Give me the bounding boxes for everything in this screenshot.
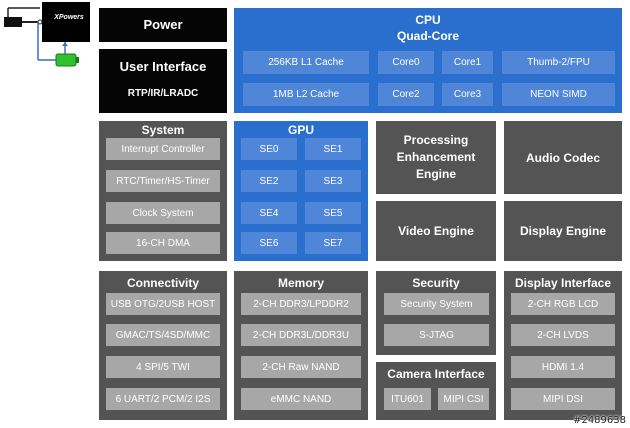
memory-item: eMMC NAND (241, 388, 361, 410)
system-item: Interrupt Controller (106, 138, 220, 160)
display-interface-item: 2-CH LVDS (511, 324, 615, 346)
user-interface-title: User Interface (119, 59, 207, 74)
watermark: #2489638 (573, 415, 626, 426)
camera-item: ITU601 (384, 388, 431, 410)
processing-enhancement-engine-label: Processing Enhancement Engine (396, 133, 476, 181)
display-interface-item: HDMI 1.4 (511, 356, 615, 378)
cpu-core0: Core0 (378, 51, 434, 74)
security-title: Security (412, 276, 460, 290)
security-item: Security System (384, 293, 489, 315)
gpu-se6: SE6 (241, 232, 297, 254)
system-title: System (141, 123, 185, 137)
power-block: Power (99, 8, 227, 42)
display-interface-title: Display Interface (514, 276, 612, 290)
power-label: Power (143, 17, 183, 32)
cpu-core1: Core1 (442, 51, 493, 74)
cpu-core3: Core3 (442, 83, 493, 106)
cpu-core2: Core2 (378, 83, 434, 106)
gpu-se7: SE7 (305, 232, 361, 254)
gpu-se4: SE4 (241, 202, 297, 224)
board-illustration: XPowers (0, 0, 92, 428)
cpu-thumb: Thumb-2/FPU (502, 51, 615, 74)
processing-enhancement-engine-block: Processing Enhancement Engine (376, 121, 496, 194)
system-item: Clock System (106, 202, 220, 224)
gpu-se5: SE5 (305, 202, 361, 224)
memory-item: 2-CH DDR3L/DDR3U (241, 324, 361, 346)
cpu-l1-cache: 256KB L1 Cache (243, 51, 369, 74)
gpu-se0: SE0 (241, 138, 297, 160)
audio-codec-label: Audio Codec (526, 150, 600, 165)
memory-item: 2-CH Raw NAND (241, 356, 361, 378)
connectivity-title: Connectivity (126, 276, 199, 290)
board-icon (4, 2, 90, 67)
camera-interface-title: Camera Interface (387, 367, 485, 381)
cpu-neon: NEON SIMD (502, 83, 615, 106)
gpu-se2: SE2 (241, 170, 297, 192)
connectivity-item: 6 UART/2 PCM/2 I2S (106, 388, 220, 410)
security-item: S-JTAG (384, 324, 489, 346)
cpu-title: CPU (415, 13, 441, 27)
camera-item: MIPI CSI (438, 388, 489, 410)
gpu-se1: SE1 (305, 138, 361, 160)
video-engine-label: Video Engine (398, 224, 474, 238)
connectivity-item: GMAC/TS/4SD/MMC (106, 324, 220, 346)
audio-codec-block: Audio Codec (504, 121, 622, 194)
video-engine-block: Video Engine (376, 201, 496, 261)
board-logo: XPowers (54, 14, 84, 21)
memory-title: Memory (277, 276, 324, 290)
cpu-l2-cache: 1MB L2 Cache (243, 83, 369, 106)
system-item: 16-CH DMA (106, 232, 220, 254)
gpu-se3: SE3 (305, 170, 361, 192)
display-engine-label: Display Engine (519, 224, 607, 238)
connectivity-item: USB OTG/2USB HOST (106, 293, 220, 315)
memory-item: 2-CH DDR3/LPDDR2 (241, 293, 361, 315)
system-item: RTC/Timer/HS-Timer (106, 170, 220, 192)
gpu-title: GPU (287, 123, 314, 137)
cpu-subtitle: Quad-Core (396, 29, 459, 43)
display-interface-item: 2-CH RGB LCD (511, 293, 615, 315)
connectivity-item: 4 SPI/5 TWI (106, 356, 220, 378)
display-interface-item: MIPI DSI (511, 388, 615, 410)
user-interface-sub: RTP/IR/LRADC (127, 88, 199, 99)
user-interface-block: User Interface RTP/IR/LRADC (99, 49, 227, 113)
display-engine-block: Display Engine (504, 201, 622, 261)
